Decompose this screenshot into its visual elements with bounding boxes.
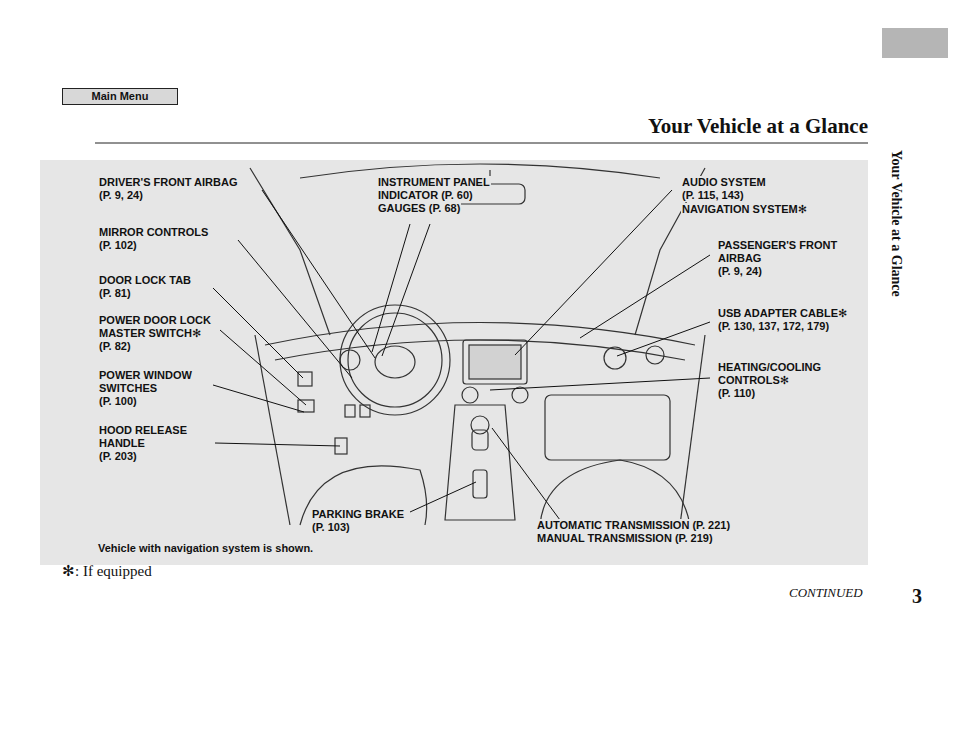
page-title: Your Vehicle at a Glance bbox=[648, 114, 868, 138]
page-ref: (P. 82) bbox=[98, 340, 132, 353]
callout-text: CONTROLS✻ bbox=[717, 374, 790, 387]
callout-text: HANDLE bbox=[98, 437, 146, 450]
callout-text: DRIVER'S FRONT AIRBAG bbox=[98, 176, 239, 189]
callout-text: AUDIO SYSTEM bbox=[681, 176, 767, 189]
callout-text: USB ADAPTER CABLE✻ bbox=[717, 307, 848, 320]
callout-text: INSTRUMENT PANEL bbox=[377, 176, 491, 189]
callout-text: POWER DOOR LOCK bbox=[98, 314, 212, 327]
callout-text: HEATING/COOLING bbox=[717, 361, 822, 374]
callout-text: HOOD RELEASE bbox=[98, 424, 188, 437]
page-ref: (P. 103) bbox=[311, 521, 351, 534]
page-ref: (P. 100) bbox=[98, 395, 138, 408]
page-ref: (P. 115, 143) bbox=[681, 189, 745, 202]
page-number: 3 bbox=[912, 585, 922, 607]
callout-text: PASSENGER'S FRONT bbox=[717, 239, 838, 252]
page-ref: (P. 9, 24) bbox=[98, 189, 144, 202]
callout-text: DOOR LOCK TAB bbox=[98, 274, 192, 287]
button-text: Main Menu bbox=[92, 90, 149, 103]
page-ref: (P. 110) bbox=[717, 387, 756, 400]
callout-text: INDICATOR (P. 60) bbox=[377, 189, 474, 202]
callout-text: SWITCHES bbox=[98, 382, 158, 395]
figure-note: Vehicle with navigation system is shown. bbox=[98, 542, 313, 555]
callout-text: POWER WINDOW bbox=[98, 369, 193, 382]
menu-button: Main Menu bbox=[62, 88, 178, 105]
callout-text: GAUGES (P. 68) bbox=[377, 202, 461, 215]
page-ref: (P. 102) bbox=[98, 239, 138, 252]
section-tab: Your Vehicle at a Glance bbox=[888, 150, 904, 297]
footnote: ✻: If equipped bbox=[62, 563, 152, 580]
callout-text: AIRBAG bbox=[717, 252, 762, 265]
callout-text: NAVIGATION SYSTEM✻ bbox=[681, 203, 808, 216]
callout-text: AUTOMATIC TRANSMISSION (P. 221) bbox=[536, 519, 731, 532]
continued-mark: CONTINUED bbox=[789, 585, 863, 600]
page-ref: (P. 9, 24) bbox=[717, 265, 763, 278]
callout-text: MIRROR CONTROLS bbox=[98, 226, 209, 239]
page-ref: (P. 130, 137, 172, 179) bbox=[717, 320, 830, 333]
page-ref: (P. 203) bbox=[98, 450, 138, 463]
callout-text: MANUAL TRANSMISSION (P. 219) bbox=[536, 532, 714, 545]
page-ref: (P. 81) bbox=[98, 287, 132, 300]
callout-text: MASTER SWITCH✻ bbox=[98, 327, 202, 340]
callout-text: PARKING BRAKE bbox=[311, 508, 405, 521]
